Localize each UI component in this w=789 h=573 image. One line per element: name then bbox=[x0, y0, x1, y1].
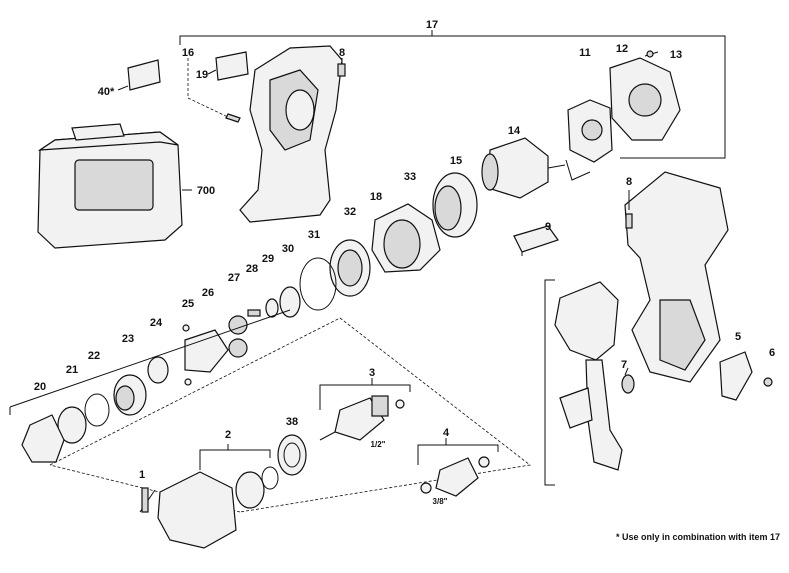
callout-22: 22 bbox=[88, 350, 100, 362]
callout-2: 2 bbox=[225, 429, 231, 441]
callout-26: 26 bbox=[202, 287, 214, 299]
callout-3: 3 bbox=[369, 367, 375, 379]
callout-14: 14 bbox=[508, 125, 521, 137]
callout-17: 17 bbox=[426, 19, 438, 31]
callout-8-top: 8 bbox=[339, 47, 345, 59]
housing-half-right bbox=[513, 171, 729, 383]
footnote: * Use only in combination with item 17 bbox=[616, 532, 780, 542]
callout-4: 4 bbox=[443, 427, 450, 439]
motor-14 bbox=[481, 137, 566, 199]
label-plates bbox=[117, 51, 249, 123]
callout-25: 25 bbox=[182, 298, 194, 310]
callout-1: 1 bbox=[139, 469, 145, 481]
callout-16: 16 bbox=[182, 47, 194, 59]
gear-train bbox=[182, 286, 301, 386]
callout-31: 31 bbox=[308, 229, 320, 241]
callout-38: 38 bbox=[286, 416, 298, 428]
callout-21: 21 bbox=[66, 364, 78, 376]
callout-27: 27 bbox=[228, 272, 240, 284]
carry-case-700 bbox=[37, 123, 192, 249]
callout-labels: 17 16 8 19 40* 700 11 12 13 14 15 33 18 … bbox=[34, 19, 775, 506]
anvil-three-eighths bbox=[417, 438, 499, 497]
callout-24: 24 bbox=[150, 317, 163, 329]
callout-6: 6 bbox=[769, 347, 775, 359]
gear-rings bbox=[299, 172, 478, 311]
switch-assembly bbox=[544, 279, 773, 486]
nose-assembly bbox=[139, 434, 307, 549]
callout-5: 5 bbox=[735, 331, 741, 343]
callout-33: 33 bbox=[404, 171, 416, 183]
callout-20: 20 bbox=[34, 381, 46, 393]
callout-30: 30 bbox=[282, 243, 294, 255]
callout-40: 40* bbox=[98, 86, 115, 98]
callout-19: 19 bbox=[196, 69, 208, 81]
front-parts bbox=[9, 309, 291, 463]
housing-half-left bbox=[239, 45, 346, 223]
callout-32: 32 bbox=[344, 206, 356, 218]
callout-7: 7 bbox=[621, 359, 627, 371]
callout-23: 23 bbox=[122, 333, 134, 345]
callout-700: 700 bbox=[197, 185, 215, 197]
callout-8-right: 8 bbox=[626, 176, 632, 188]
callout-28: 28 bbox=[246, 263, 258, 275]
callout-18: 18 bbox=[370, 191, 382, 203]
callout-9: 9 bbox=[545, 221, 551, 233]
callout-15: 15 bbox=[450, 155, 462, 167]
size-three-eighths-label: 3/8" bbox=[433, 497, 448, 506]
size-half-inch-label: 1/2" bbox=[371, 440, 386, 449]
rear-cover-assembly bbox=[565, 50, 681, 181]
anvil-half-inch bbox=[319, 378, 411, 441]
callout-13: 13 bbox=[670, 49, 682, 61]
item-17-bracket bbox=[179, 30, 726, 159]
callout-11: 11 bbox=[579, 47, 591, 59]
callout-29: 29 bbox=[262, 253, 274, 265]
callout-12: 12 bbox=[616, 43, 628, 55]
